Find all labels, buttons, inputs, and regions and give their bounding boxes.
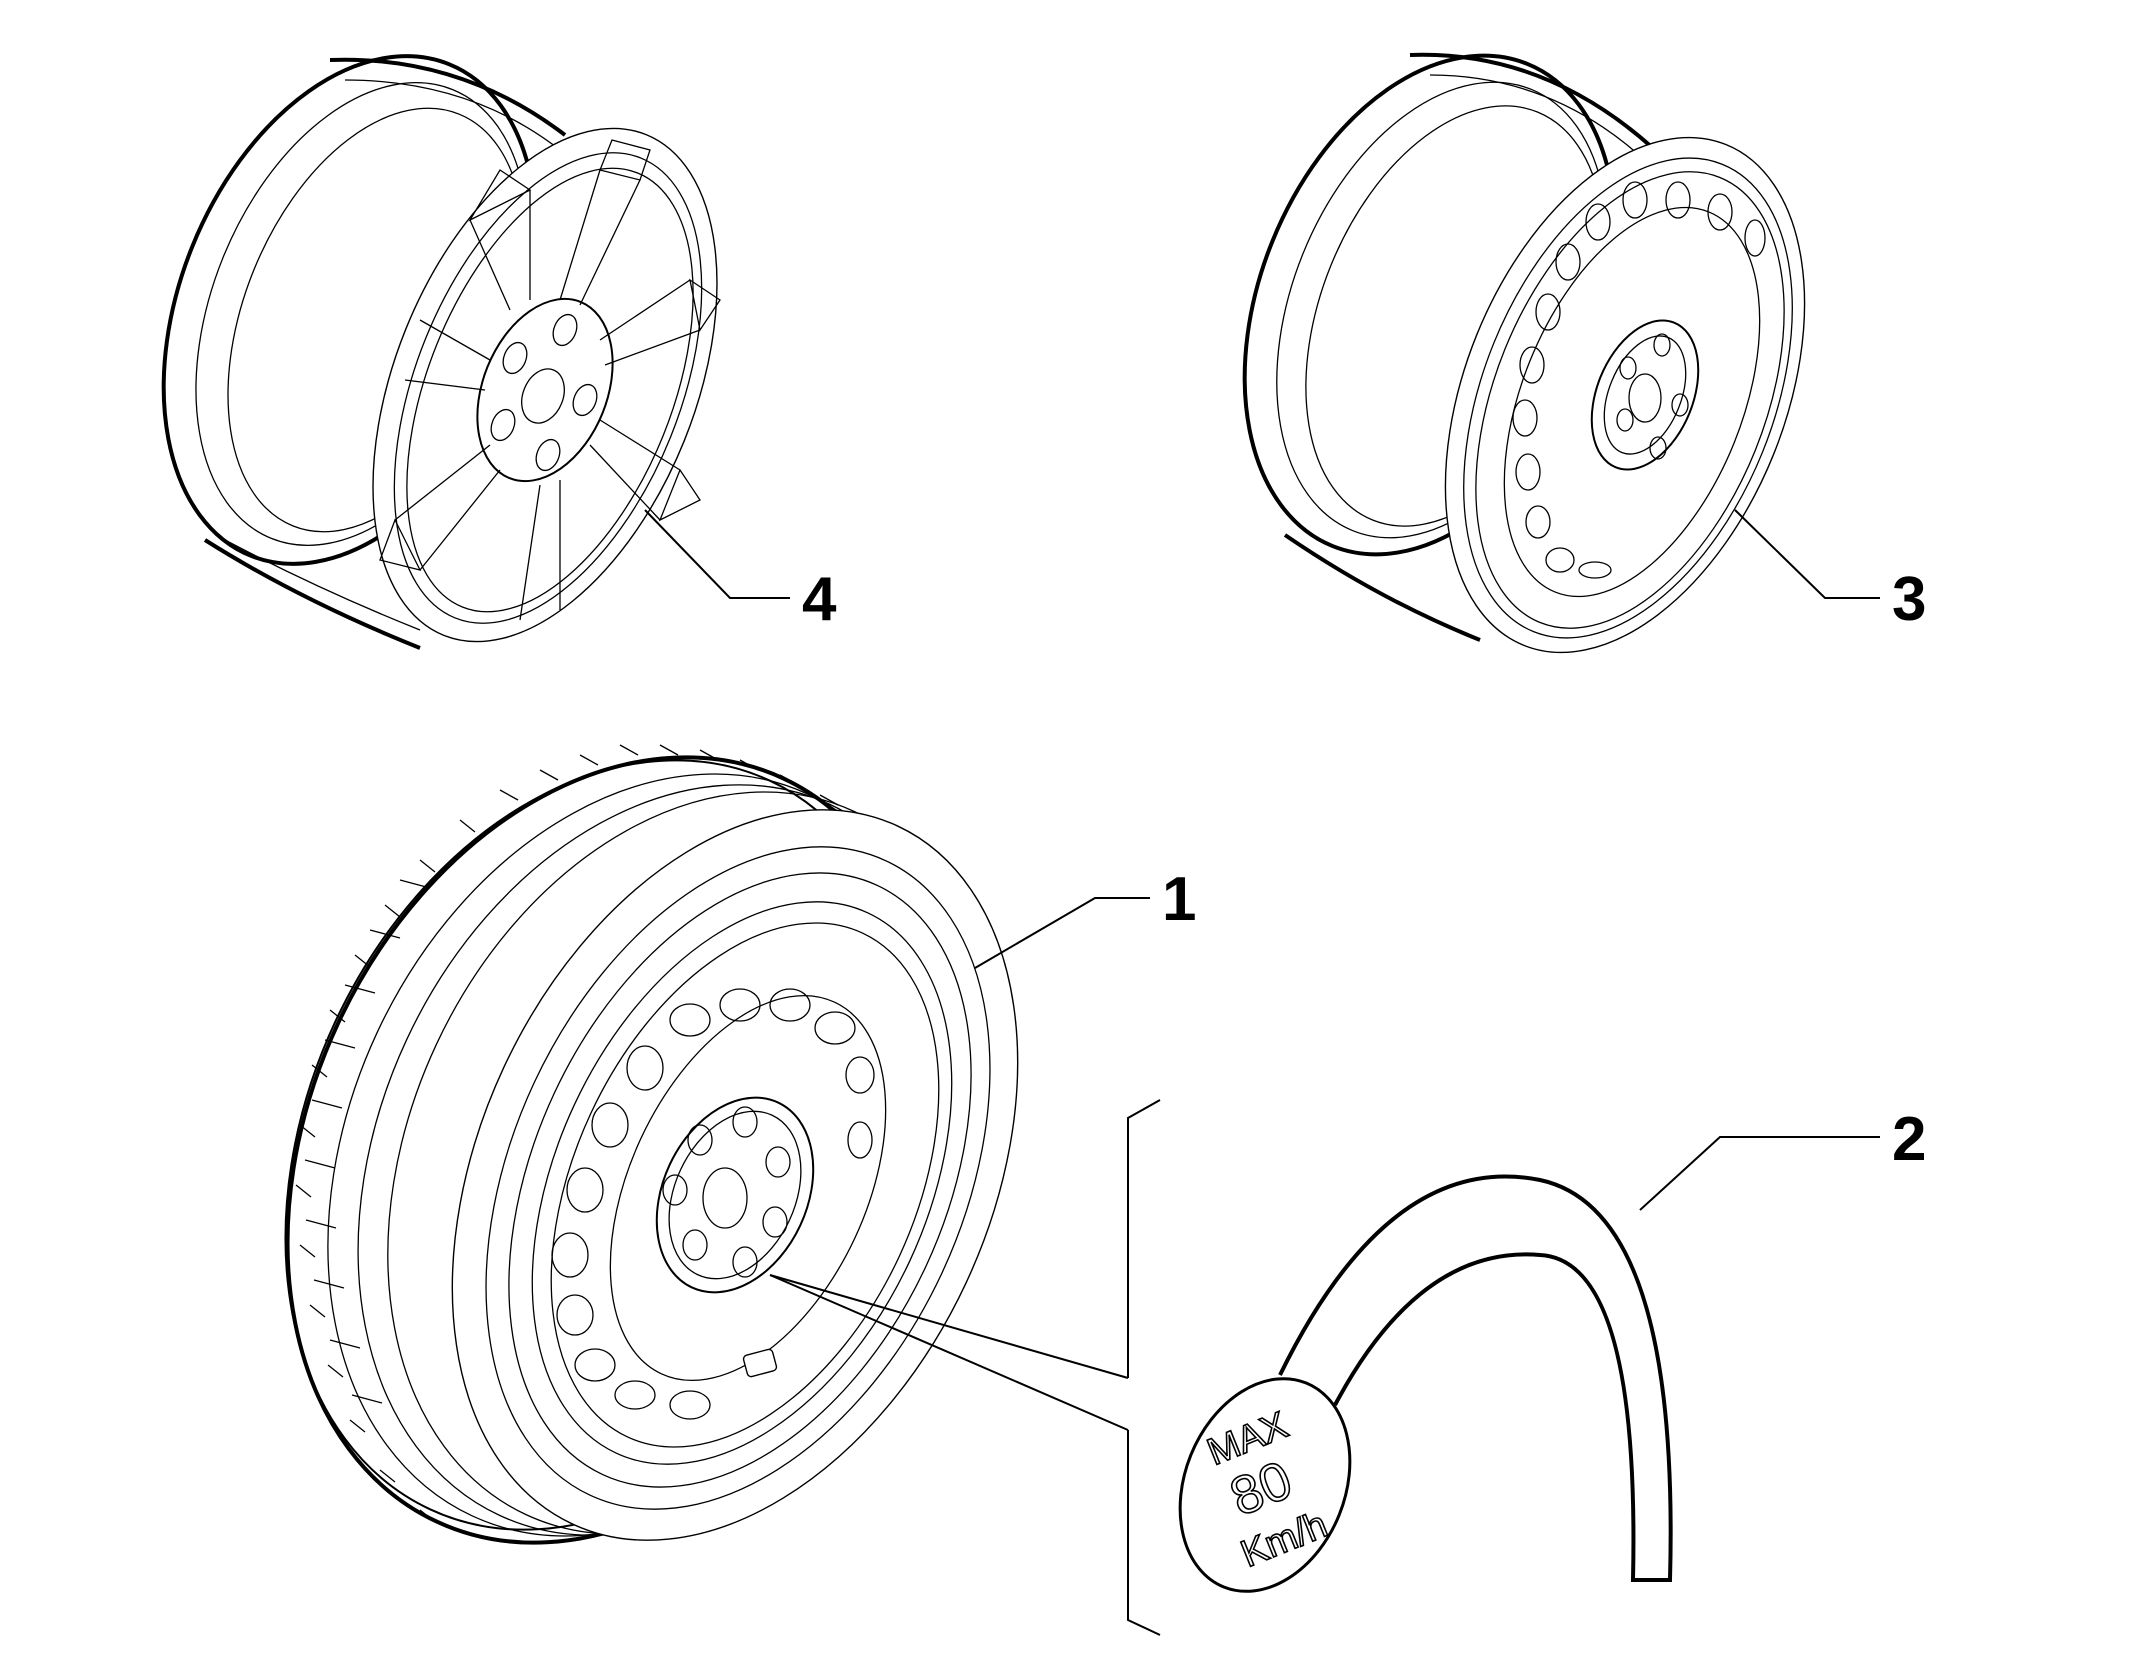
vent-holes — [1512, 181, 1766, 579]
callout-leader-3 — [1734, 509, 1880, 599]
callout-leader-1 — [974, 897, 1150, 969]
spare-wheel-assembly — [284, 744, 1150, 1545]
callout-number-2: 2 — [1892, 1105, 1926, 1174]
callout-number-1: 1 — [1162, 865, 1196, 934]
callout-leader-2 — [1639, 1136, 1880, 1211]
callout-number-4: 4 — [802, 565, 837, 634]
rim-vent-holes — [551, 988, 875, 1420]
steel-wheel — [1242, 52, 1880, 654]
callout-number-3: 3 — [1892, 565, 1926, 634]
tag-disc — [1178, 1377, 1352, 1593]
speed-limit-tag: MAX 80 Km/h — [1178, 1136, 1880, 1593]
tyre-tread — [295, 744, 839, 1523]
valve-stem — [742, 1348, 778, 1378]
detail-bracket — [769, 1099, 1161, 1636]
alloy-wheel — [161, 54, 790, 650]
callout-leader-4 — [644, 509, 790, 599]
